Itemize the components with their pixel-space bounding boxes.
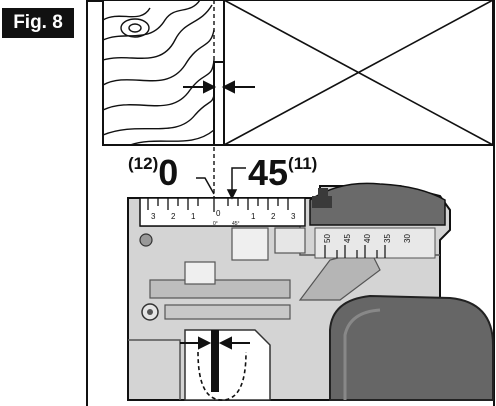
workpiece-top bbox=[102, 0, 494, 146]
bevel-num-1: 45 bbox=[343, 234, 352, 243]
scale-num-4: 1 bbox=[251, 212, 256, 221]
scale-num-0: 3 bbox=[151, 212, 156, 221]
bevel-num-2: 40 bbox=[363, 234, 372, 243]
scale-num-6: 3 bbox=[291, 212, 296, 221]
callout-45-degree: 45(11) bbox=[248, 152, 317, 194]
scale-marker-45: 45° bbox=[232, 221, 240, 227]
scale-marker-0: 0° bbox=[213, 221, 218, 227]
bevel-num-4: 30 bbox=[403, 234, 412, 243]
callout-ref-12: (12) bbox=[128, 154, 159, 173]
scale-num-1: 2 bbox=[171, 212, 176, 221]
callout-value-45: 45 bbox=[248, 152, 289, 193]
callout-ref-11: (11) bbox=[288, 154, 318, 173]
bevel-num-3: 35 bbox=[383, 234, 392, 243]
callout-value-0: 0 bbox=[158, 152, 179, 193]
bevel-scale: 50 45 40 35 30 bbox=[314, 227, 436, 259]
bevel-num-0: 50 bbox=[323, 234, 332, 243]
scale-ticks bbox=[147, 198, 289, 212]
scale-num-2: 1 bbox=[191, 212, 196, 221]
figure-label: Fig. 8 bbox=[2, 8, 74, 38]
motor-housing bbox=[329, 294, 494, 401]
wood-grain bbox=[102, 0, 215, 146]
scale-num-3: 0 bbox=[216, 209, 221, 218]
callout-leaders bbox=[196, 167, 246, 200]
blade-guard bbox=[184, 329, 271, 401]
gap-arrows bbox=[183, 80, 255, 94]
adjustment-knob bbox=[309, 182, 446, 226]
scale-num-5: 2 bbox=[271, 212, 276, 221]
scale-plate: 3 2 1 0 1 2 3 0° 45° bbox=[139, 197, 306, 227]
callout-zero-degree: (12)0 bbox=[128, 152, 178, 194]
blade-alignment-arrows bbox=[180, 336, 250, 350]
